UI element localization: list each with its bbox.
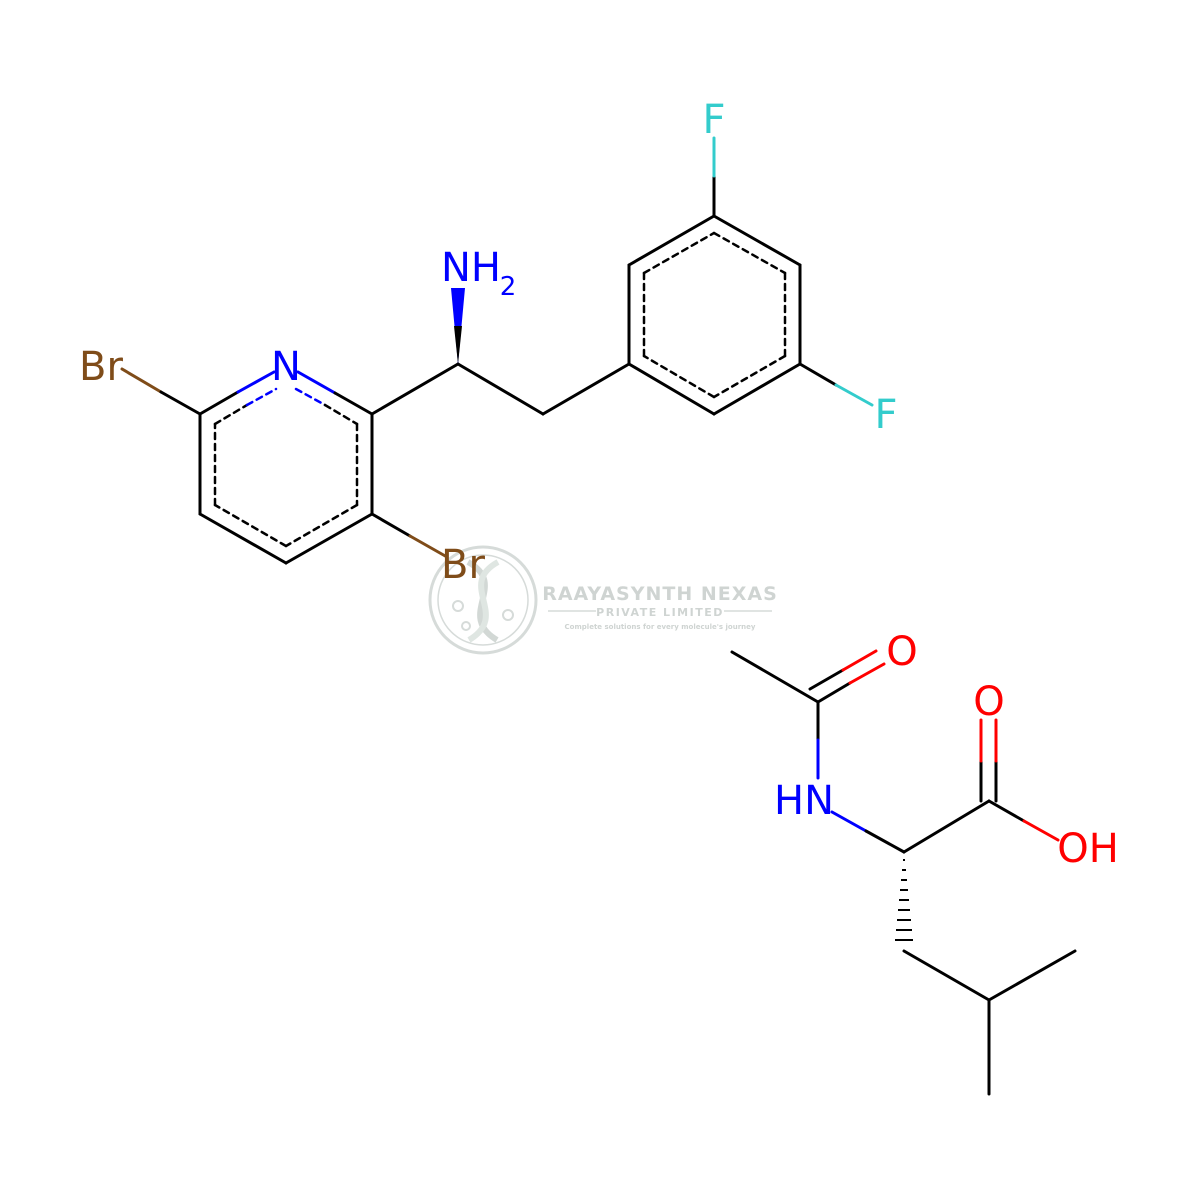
watermark-tagline: Complete solutions for every molecule's … [565, 623, 756, 631]
bond-n-alpha-a [830, 810, 868, 833]
atom-nh2-subscript: 2 [500, 272, 517, 302]
aromatic-ar6-ar1 [642, 354, 716, 399]
bond-amide-co-b1 [808, 668, 845, 691]
watermark-subtitle: PRIVATE LIMITED [596, 606, 724, 619]
bond-c6-n-b [236, 370, 276, 394]
molecule-dibromopyridine-amine: Br N Br NH 2 F F [79, 97, 897, 588]
bond-ar5-f2-a [798, 362, 838, 387]
aromatic-c6-n-b [245, 387, 278, 407]
atom-oh-acid: OH [1057, 826, 1119, 872]
bond-c2-chiral [370, 362, 460, 416]
bonds [730, 649, 1077, 1096]
bond-isopropyl-methyl-1 [987, 949, 1077, 1002]
aromatic-c4-c5 [213, 503, 288, 548]
atom-f-1: F [702, 97, 725, 143]
bond-carboxyl-oh-a [987, 799, 1026, 823]
bond-c4-c5 [198, 512, 288, 565]
bond-n-c2-a [296, 370, 337, 395]
bond-amide-co-b2 [841, 649, 878, 672]
bond-c3-br2-a [370, 512, 412, 538]
bond-n-c2-b [333, 391, 374, 416]
watermark: RAAYASYNTH NEXAS PRIVATE LIMITED Complet… [428, 545, 778, 655]
atom-f-2: F [874, 392, 897, 438]
bond-amide-co-a1 [816, 681, 852, 704]
bond-br1-c6-b [159, 390, 202, 416]
bond-c3-br2-b [408, 534, 449, 559]
bond-ch2-isopropyl [902, 949, 991, 1002]
dna-helix-icon [428, 545, 538, 655]
bond-br1-c6 [120, 367, 163, 394]
atom-nh2: NH [441, 245, 501, 291]
atom-o-acid: O [973, 679, 1004, 725]
bond-chiral-ch2 [456, 362, 545, 416]
bond-ar5-f2-b [834, 383, 874, 407]
bond-c3-c4 [284, 512, 374, 565]
bond-carboxyl-oh-b [1022, 819, 1060, 842]
atom-br-2: Br [441, 542, 485, 588]
atom-n-pyridine: N [271, 344, 301, 390]
watermark-company: RAAYASYNTH NEXAS [542, 583, 778, 605]
bond-amide-co-a2 [848, 662, 886, 685]
atom-nh-amide: HN [774, 778, 834, 824]
bond-alpha-carboxyl [902, 799, 991, 854]
aromatic-n-c2-a [294, 387, 327, 407]
bonds [120, 136, 874, 565]
wedge-bond-nh2-base [454, 326, 462, 364]
bond-ar3-ar4 [712, 214, 802, 267]
bond-ar5-ar6 [712, 362, 802, 416]
aromatic-ar3-ar4 [712, 231, 787, 275]
bond-ar2-ar3 [627, 214, 716, 267]
aromatic-c3-c4 [284, 503, 359, 548]
bond-c6-n-a [198, 390, 240, 416]
aromatic-c6-n-a [213, 403, 249, 426]
aromatic-ar2-ar3 [642, 231, 716, 275]
aromatic-n-c2-b [323, 403, 359, 426]
hashed-wedge-bond [895, 859, 913, 941]
atom-o-amide: O [886, 629, 917, 675]
atom-br-1: Br [79, 344, 123, 390]
molecule-acetyl-leucine: O HN O OH [730, 629, 1119, 1096]
bond-methyl-carbonyl [730, 650, 820, 704]
bond-n-alpha-b [864, 829, 906, 854]
bond-ch2-aryl [541, 362, 631, 416]
bond-ar6-ar1 [627, 362, 716, 416]
aromatic-ar5-ar6 [712, 354, 787, 399]
